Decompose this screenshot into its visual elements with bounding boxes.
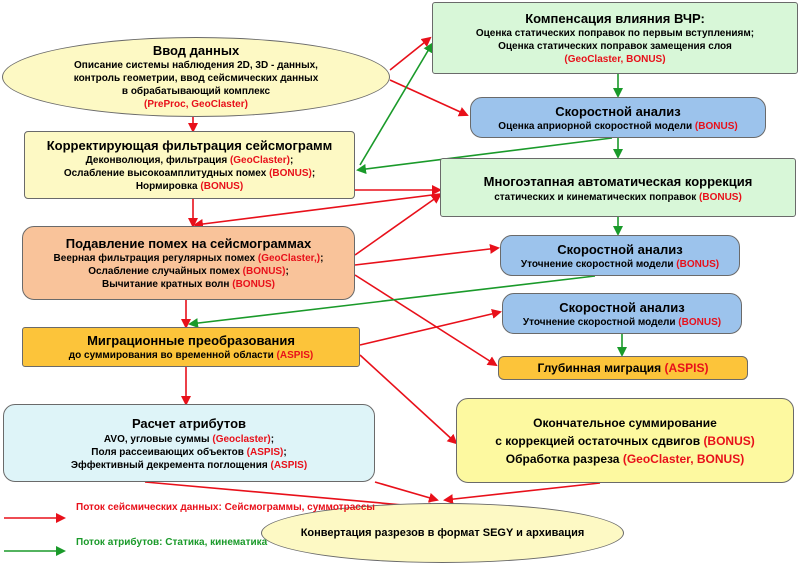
node-final-stack-line-3: Обработка разреза (GeoClaster, BONUS) xyxy=(505,451,745,466)
node-noise-suppression: Подавление помех на сейсмограммах Веерна… xyxy=(22,226,355,300)
arrow-migration-to-final-stack xyxy=(359,354,458,445)
arrow-noise-to-depth-migration xyxy=(354,274,498,367)
arrow-noise-to-multistage xyxy=(354,193,442,256)
node-noise-suppression-title: Подавление помех на сейсмограммах xyxy=(65,236,312,251)
legend-green-line-1: Поток атрибутов: xyxy=(76,537,163,548)
node-velocity-analysis-3: Скоростной анализ Уточнение скоростной м… xyxy=(502,293,742,334)
node-multistage-correction-line-1: статических и кинематических поправок (B… xyxy=(494,191,742,203)
node-vchr-compensation-software: (GeoClaster, BONUS) xyxy=(564,54,666,65)
node-noise-suppression-line-3: Вычитание кратных волн (BONUS) xyxy=(101,279,276,290)
legend-green-line-2: Статика, кинематика xyxy=(165,537,268,548)
arrow-input-to-vchr xyxy=(389,36,432,71)
node-attributes-title: Расчет атрибутов xyxy=(131,415,247,431)
node-migration-title: Миграционные преобразования xyxy=(87,333,295,348)
legend-red-label: Поток сейсмических данных: Сейсмограммы,… xyxy=(76,502,375,514)
node-data-input-software: (PreProc, GeoClaster) xyxy=(144,99,248,110)
node-segy-conversion-title: Конвертация разрезов в формат SEGY и арх… xyxy=(300,527,585,539)
legend-green-label: Поток атрибутов: Статика, кинематика xyxy=(76,537,267,549)
node-vchr-compensation: Компенсация влияния ВЧР: Оценка статичес… xyxy=(432,2,798,74)
node-vchr-compensation-line-1: Оценка статических поправок по первым вс… xyxy=(475,28,755,39)
node-velocity-analysis-3-line-1: Уточнение скоростной модели (BONUS) xyxy=(522,316,722,328)
node-velocity-analysis-2-line-1: Уточнение скоростной модели (BONUS) xyxy=(520,258,720,270)
node-data-input-title: Ввод данных xyxy=(152,43,240,58)
node-correcting-filter-line-3: Нормировка (BONUS) xyxy=(135,181,244,192)
node-noise-suppression-line-1: Веерная фильтрация регулярных помех (Geo… xyxy=(53,253,324,264)
node-attributes-line-3: Эффективный декремента поглощения (ASPIS… xyxy=(70,459,308,471)
node-velocity-analysis-1-line-1: Оценка априорной скоростной модели (BONU… xyxy=(498,120,738,132)
arrow-noise-to-velocity2 xyxy=(354,243,500,266)
legend-red-line-2: Сейсмограммы, суммотрассы xyxy=(224,502,375,513)
arrow-correct-to-vchr xyxy=(359,42,434,166)
node-velocity-analysis-3-title: Скоростной анализ xyxy=(559,299,685,315)
node-final-stack-line-2: с коррекцией остаточных сдвигов (BONUS) xyxy=(495,433,755,448)
node-data-input: Ввод данных Описание системы наблюдения … xyxy=(2,37,390,117)
arrow-attributes-to-segy xyxy=(374,481,439,503)
node-final-stack: Окончательное суммирование с коррекцией … xyxy=(456,398,794,483)
node-attributes-line-2: Поля рассеивающих объектов (ASPIS); xyxy=(91,446,287,458)
node-noise-suppression-line-2: Ослабление случайных помех (BONUS); xyxy=(88,266,289,277)
node-correcting-filter-line-2: Ослабление высокоамплитудных помех (BONU… xyxy=(63,168,316,179)
arrow-velocity2-to-migration xyxy=(188,275,596,329)
node-velocity-analysis-1-title: Скоростной анализ xyxy=(555,103,681,119)
node-attributes: Расчет атрибутов AVO, угловые суммы (Geo… xyxy=(3,404,375,482)
node-attributes-line-1: AVO, угловые суммы (Geoclaster); xyxy=(103,433,275,445)
node-multistage-correction-title: Многоэтапная автоматическая коррекция xyxy=(483,173,753,189)
node-migration-line-1: до суммирования во временной области (AS… xyxy=(68,350,314,361)
arrow-input-to-velocity1 xyxy=(389,79,469,117)
node-vchr-compensation-line-2: Оценка статических поправок замещения сл… xyxy=(498,41,732,52)
node-correcting-filter-title: Корректирующая фильтрация сейсмограмм xyxy=(46,138,333,153)
node-velocity-analysis-1: Скоростной анализ Оценка априорной скоро… xyxy=(470,97,766,138)
node-data-input-line-2: контроль геометрии, ввод сейсмических да… xyxy=(73,73,319,84)
node-velocity-analysis-2-title: Скоростной анализ xyxy=(557,241,683,257)
node-vchr-compensation-title: Компенсация влияния ВЧР: xyxy=(525,11,705,26)
node-depth-migration: Глубинная миграция (ASPIS) xyxy=(498,356,748,380)
node-segy-conversion: Конвертация разрезов в формат SEGY и арх… xyxy=(261,503,624,563)
node-final-stack-line-1: Окончательное суммирование xyxy=(533,415,717,430)
node-correcting-filter-line-1: Деконволюция, фильтрация (GeoClaster); xyxy=(85,155,294,166)
node-migration: Миграционные преобразования до суммирова… xyxy=(22,327,360,367)
arrow-velocity1-to-correct xyxy=(356,137,613,174)
node-multistage-correction: Многоэтапная автоматическая коррекция ст… xyxy=(440,158,796,217)
legend-red-line-1: Поток сейсмических данных: xyxy=(76,502,222,513)
node-correcting-filter: Корректирующая фильтрация сейсмограмм Де… xyxy=(24,131,355,199)
arrow-final-stack-to-segy xyxy=(443,482,601,505)
node-velocity-analysis-2: Скоростной анализ Уточнение скоростной м… xyxy=(500,235,740,276)
node-data-input-line-1: Описание системы наблюдения 2D, 3D - дан… xyxy=(74,60,318,71)
arrow-multistage-to-noise xyxy=(193,193,441,229)
node-depth-migration-title: Глубинная миграция (ASPIS) xyxy=(537,361,709,375)
node-data-input-line-3: в обрабатывающий комплекс xyxy=(121,86,271,97)
arrow-migration-to-velocity3 xyxy=(359,308,502,346)
